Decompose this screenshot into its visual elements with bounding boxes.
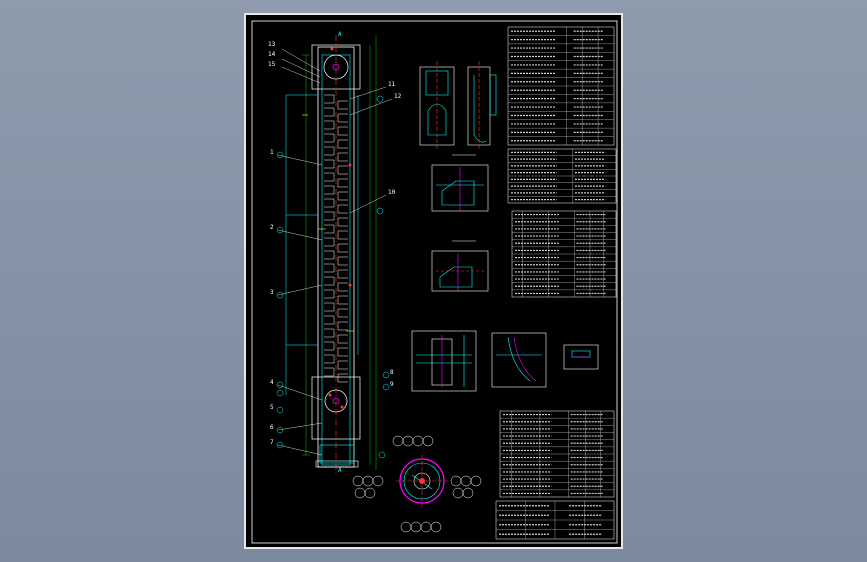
bucket-right [337, 204, 348, 214]
drawing-sheet: 13 14 15 11 12 10 1 2 3 4 5 6 7 8 9 A A [244, 13, 623, 549]
bucket-left [324, 328, 335, 338]
callout-7: 7 [270, 439, 274, 446]
bucket-left [324, 237, 335, 247]
bucket-right [337, 139, 348, 149]
callout-2: 2 [270, 224, 274, 231]
bucket-right [337, 334, 348, 344]
item-balloons [352, 435, 482, 533]
bucket-left [324, 263, 335, 273]
inner-border [251, 20, 618, 544]
bracket-detail-views [419, 61, 497, 151]
parts-tables [495, 26, 617, 540]
callout-5: 5 [270, 404, 274, 411]
pulley-plan-view [396, 455, 448, 507]
balloon [460, 475, 472, 487]
balloon [354, 487, 366, 499]
balloon [364, 487, 376, 499]
bucket-right [337, 126, 348, 136]
section-marker-a-top: A [338, 31, 342, 38]
cad-drawing [251, 20, 618, 544]
bucket-left [324, 341, 335, 351]
callout-6: 6 [270, 424, 274, 431]
bucket-left [324, 250, 335, 260]
bucket-right [337, 373, 348, 383]
callout-8: 8 [390, 369, 394, 376]
bucket-left [324, 289, 335, 299]
balloon [420, 521, 432, 533]
bucket-right [337, 100, 348, 110]
bucket-right [337, 243, 348, 253]
callout-10: 10 [388, 189, 396, 196]
balloon [450, 475, 462, 487]
section-details [411, 154, 599, 392]
bucket-left [324, 367, 335, 377]
bucket-left [324, 302, 335, 312]
bucket-left [324, 133, 335, 143]
callout-13: 13 [268, 41, 276, 48]
elevator-column [276, 35, 393, 475]
bucket-left [324, 185, 335, 195]
bucket-right [337, 308, 348, 318]
balloon [352, 475, 364, 487]
balloon [362, 475, 374, 487]
bucket-left [324, 172, 335, 182]
balloon [392, 435, 404, 447]
bucket-left [324, 224, 335, 234]
bucket-right [337, 295, 348, 305]
bucket-right [337, 113, 348, 123]
bucket-right [337, 217, 348, 227]
callout-12: 12 [394, 93, 402, 100]
callout-1: 1 [270, 149, 274, 156]
bucket-left [324, 354, 335, 364]
bucket-right [337, 178, 348, 188]
callout-11: 11 [388, 81, 396, 88]
balloon [372, 475, 384, 487]
balloon [422, 435, 434, 447]
bucket-left [324, 315, 335, 325]
balloon [462, 487, 474, 499]
bucket-right [337, 165, 348, 175]
balloon [410, 521, 422, 533]
callout-9: 9 [390, 381, 394, 388]
bucket-left [324, 198, 335, 208]
balloon [470, 475, 482, 487]
callout-3: 3 [270, 289, 274, 296]
callout-15: 15 [268, 61, 276, 68]
balloon [400, 521, 412, 533]
callout-4: 4 [270, 379, 274, 386]
bucket-right [337, 321, 348, 331]
bucket-left [324, 94, 335, 104]
balloon [412, 435, 424, 447]
bucket-right [337, 230, 348, 240]
bucket-left [324, 146, 335, 156]
bucket-right [337, 269, 348, 279]
bucket-right [337, 256, 348, 266]
balloon [430, 521, 442, 533]
bucket-right [337, 282, 348, 292]
bucket-left [324, 211, 335, 221]
bucket-right [337, 360, 348, 370]
bucket-left [324, 107, 335, 117]
callout-14: 14 [268, 51, 276, 58]
bucket-right [337, 152, 348, 162]
balloon [402, 435, 414, 447]
bucket-left [324, 120, 335, 130]
bucket-right [337, 191, 348, 201]
bucket-right [337, 347, 348, 357]
section-marker-a-bottom: A [338, 467, 342, 474]
balloon [452, 487, 464, 499]
bucket-left [324, 159, 335, 169]
bucket-left [324, 276, 335, 286]
